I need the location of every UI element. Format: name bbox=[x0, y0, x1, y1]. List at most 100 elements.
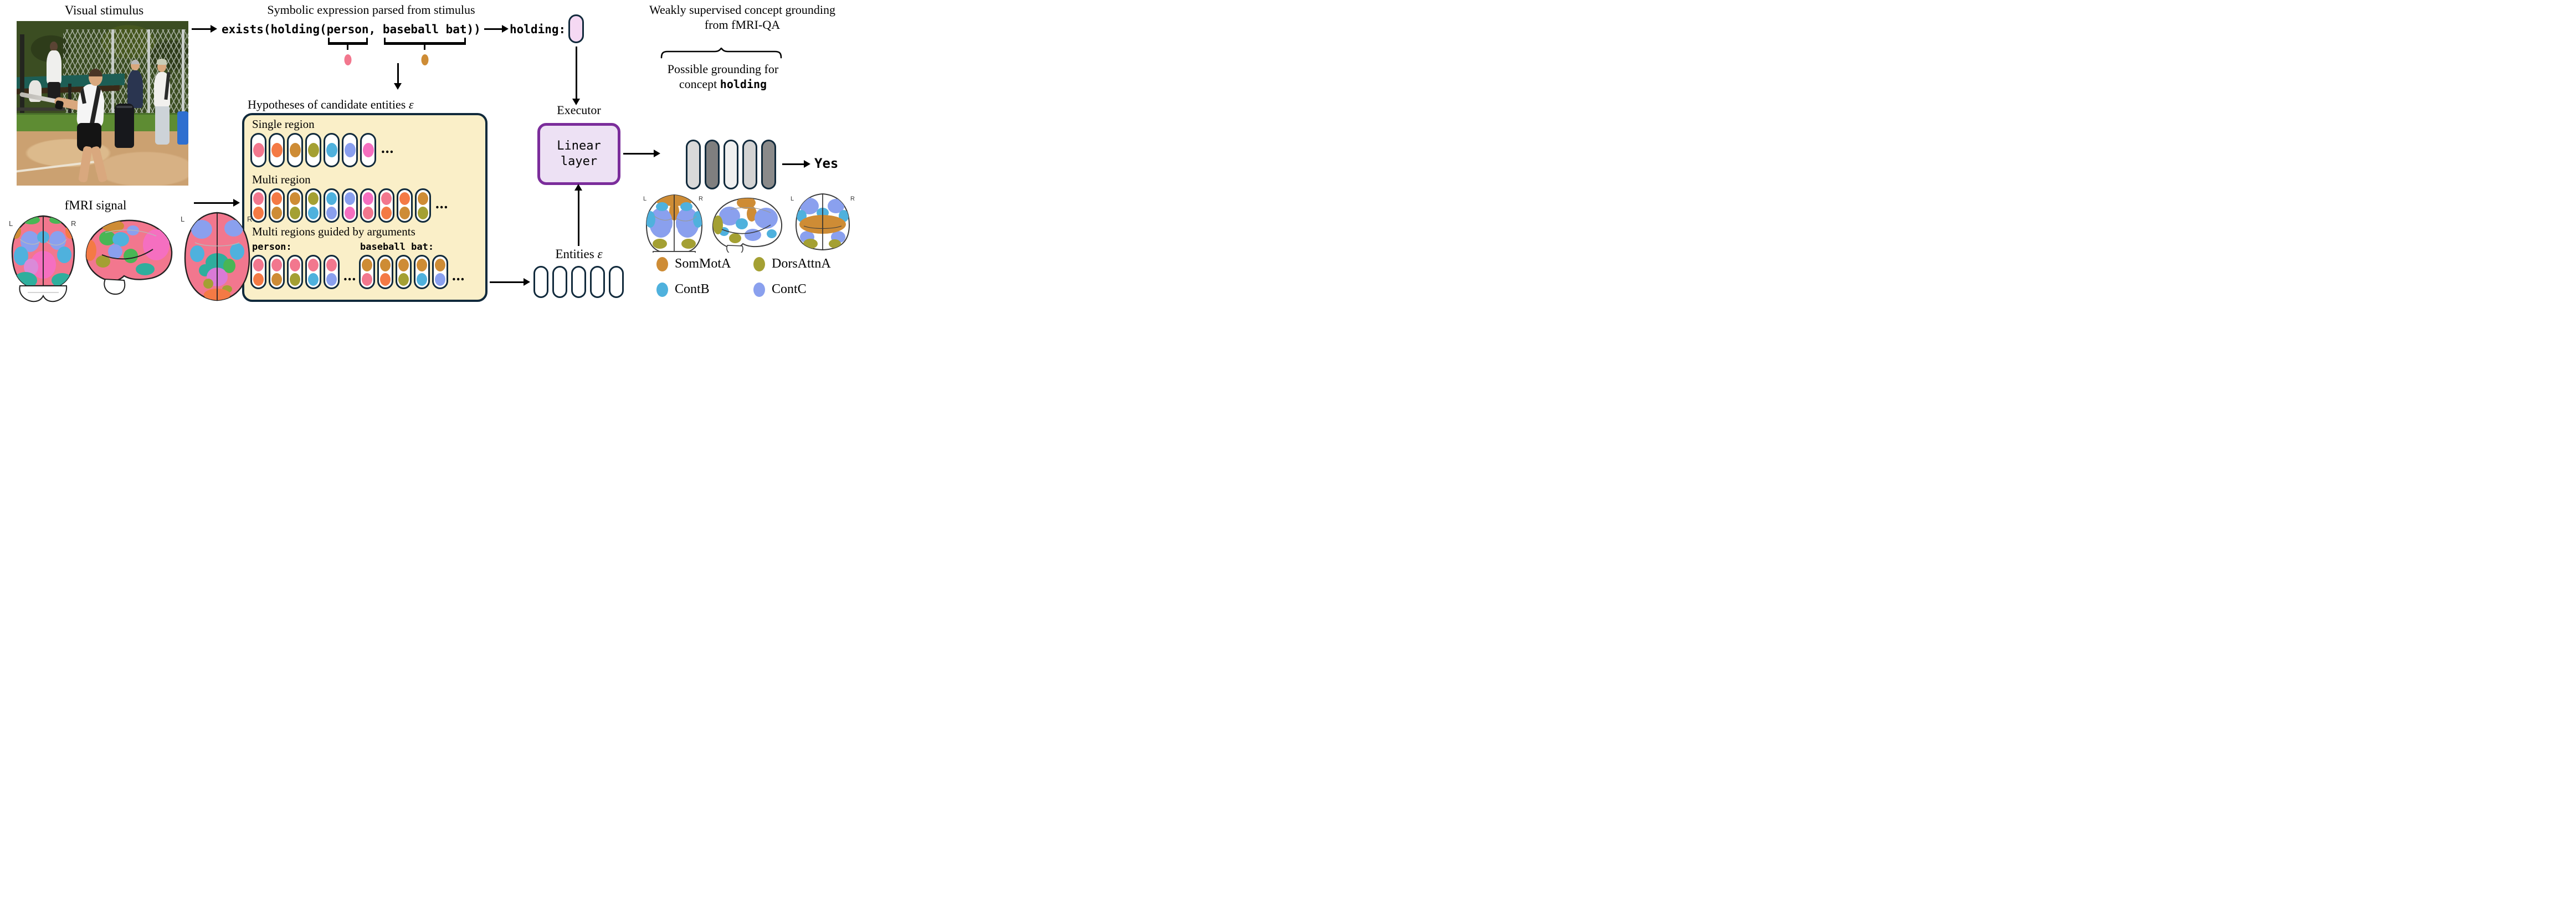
region-dot bbox=[326, 273, 337, 286]
bat-arg-label: baseball bat: bbox=[360, 242, 434, 253]
arrow-hypotheses-to-entities bbox=[490, 278, 530, 286]
fmri-signal-label: fMRI signal bbox=[64, 198, 127, 212]
grounding-capsule bbox=[686, 140, 701, 189]
brain-right-label: R bbox=[71, 219, 76, 228]
linear-layer-box: Linear layer bbox=[537, 123, 620, 185]
region-dot bbox=[253, 273, 264, 286]
photo-batter-wristband bbox=[54, 100, 64, 110]
bat-row-ellipsis: ... bbox=[452, 267, 465, 284]
region-dot bbox=[289, 143, 301, 157]
region-dot bbox=[398, 273, 409, 286]
region-capsule bbox=[414, 255, 430, 289]
legend-label: ContB bbox=[675, 282, 710, 296]
region-capsule bbox=[305, 188, 321, 223]
photo-fence-post bbox=[181, 29, 184, 124]
arrow-expression-to-concept bbox=[484, 25, 509, 33]
brain-left-label: L bbox=[181, 215, 184, 223]
region-capsule bbox=[305, 255, 321, 289]
region-capsule bbox=[360, 133, 376, 167]
arg-bat-text: baseball bat bbox=[382, 23, 467, 36]
photo-player-pants bbox=[155, 105, 170, 145]
figure-root: Visual stimulus Symbol bbox=[0, 0, 859, 305]
photo-person-shorts bbox=[47, 81, 61, 100]
entity-capsule bbox=[571, 266, 586, 298]
expression-separator: , bbox=[368, 23, 383, 36]
executor-label: Executor bbox=[557, 103, 601, 117]
epsilon-symbol: ε bbox=[597, 247, 603, 261]
region-capsule bbox=[360, 188, 376, 223]
region-dot bbox=[326, 192, 337, 205]
overbrace bbox=[660, 48, 782, 59]
photo-trash-can bbox=[114, 103, 135, 148]
legend-label: ContC bbox=[772, 282, 807, 296]
fmri-brain-posterior: L R bbox=[9, 215, 76, 302]
photo-umpire-torso bbox=[127, 70, 143, 109]
concept-capsule bbox=[568, 14, 584, 43]
legend-item: SomMotA bbox=[656, 254, 753, 274]
region-capsule bbox=[305, 133, 321, 167]
person-region-dot bbox=[344, 54, 352, 65]
region-dot bbox=[399, 192, 410, 205]
region-dot bbox=[307, 143, 319, 157]
arrow-grounding-to-answer bbox=[782, 160, 810, 168]
region-capsule bbox=[415, 188, 431, 223]
region-dot bbox=[381, 206, 392, 219]
region-dot bbox=[345, 192, 355, 205]
expression-arg-bat: baseball bat bbox=[382, 23, 467, 65]
multi-row-ellipsis: ... bbox=[435, 195, 449, 212]
single-row-ellipsis: ... bbox=[381, 140, 394, 156]
legend-item: ContB bbox=[656, 279, 753, 300]
hypotheses-title-text: Hypotheses of candidate entities bbox=[248, 97, 409, 111]
grounding-brain-axial: L R bbox=[791, 193, 855, 251]
region-dot bbox=[399, 206, 410, 219]
fmri-brain-axial: L R bbox=[181, 212, 252, 301]
region-capsule bbox=[287, 133, 303, 167]
region-dot bbox=[290, 206, 300, 219]
entity-capsule bbox=[533, 266, 548, 298]
person-arg-label: person: bbox=[252, 242, 292, 253]
entities-row bbox=[533, 266, 624, 298]
arrow-photo-to-expression bbox=[192, 25, 217, 33]
legend-dot bbox=[656, 282, 668, 297]
brain-left-label: L bbox=[9, 219, 13, 228]
region-dot bbox=[253, 192, 264, 205]
symbolic-expression: exists(holding(person, baseball bat)) bbox=[222, 23, 481, 65]
entity-capsule bbox=[590, 266, 605, 298]
answer-text: Yes bbox=[814, 156, 839, 171]
region-dot bbox=[271, 143, 283, 157]
fmri-brain-maps: L R bbox=[9, 212, 252, 302]
expression-arg-person: person bbox=[327, 23, 369, 65]
region-dot bbox=[271, 206, 282, 219]
region-capsule bbox=[342, 188, 358, 223]
region-dot bbox=[271, 258, 282, 271]
region-capsule bbox=[359, 255, 375, 289]
region-dot bbox=[362, 143, 374, 157]
single-region-row bbox=[250, 133, 376, 167]
region-dot bbox=[380, 273, 391, 286]
region-capsule bbox=[269, 133, 285, 167]
photo-blue-bin bbox=[177, 111, 188, 145]
legend-dot bbox=[753, 282, 765, 297]
region-capsule bbox=[432, 255, 448, 289]
photo-player-cap bbox=[156, 59, 167, 65]
entities-label-text: Entities bbox=[555, 247, 598, 261]
region-dot bbox=[326, 143, 337, 157]
epsilon-symbol: ε bbox=[408, 97, 414, 111]
region-dot bbox=[271, 273, 282, 286]
region-capsule bbox=[269, 255, 285, 289]
hypotheses-title: Hypotheses of candidate entities ε bbox=[248, 97, 413, 112]
region-dot bbox=[253, 143, 264, 157]
region-dot bbox=[418, 206, 428, 219]
region-capsule bbox=[377, 255, 393, 289]
region-capsule bbox=[378, 188, 394, 223]
legend-item: ContC bbox=[753, 279, 850, 300]
bat-guided-row bbox=[359, 255, 448, 289]
region-dot bbox=[253, 206, 264, 219]
arrow-expression-to-hypotheses bbox=[394, 63, 402, 90]
grounding-brain-maps: L R bbox=[643, 193, 855, 253]
arrow-concept-to-executor bbox=[572, 47, 580, 105]
possible-grounding-line1: Possible grounding for bbox=[667, 62, 779, 76]
entity-capsule bbox=[552, 266, 567, 298]
photo-batter-head bbox=[89, 69, 102, 86]
region-capsule bbox=[342, 133, 358, 167]
